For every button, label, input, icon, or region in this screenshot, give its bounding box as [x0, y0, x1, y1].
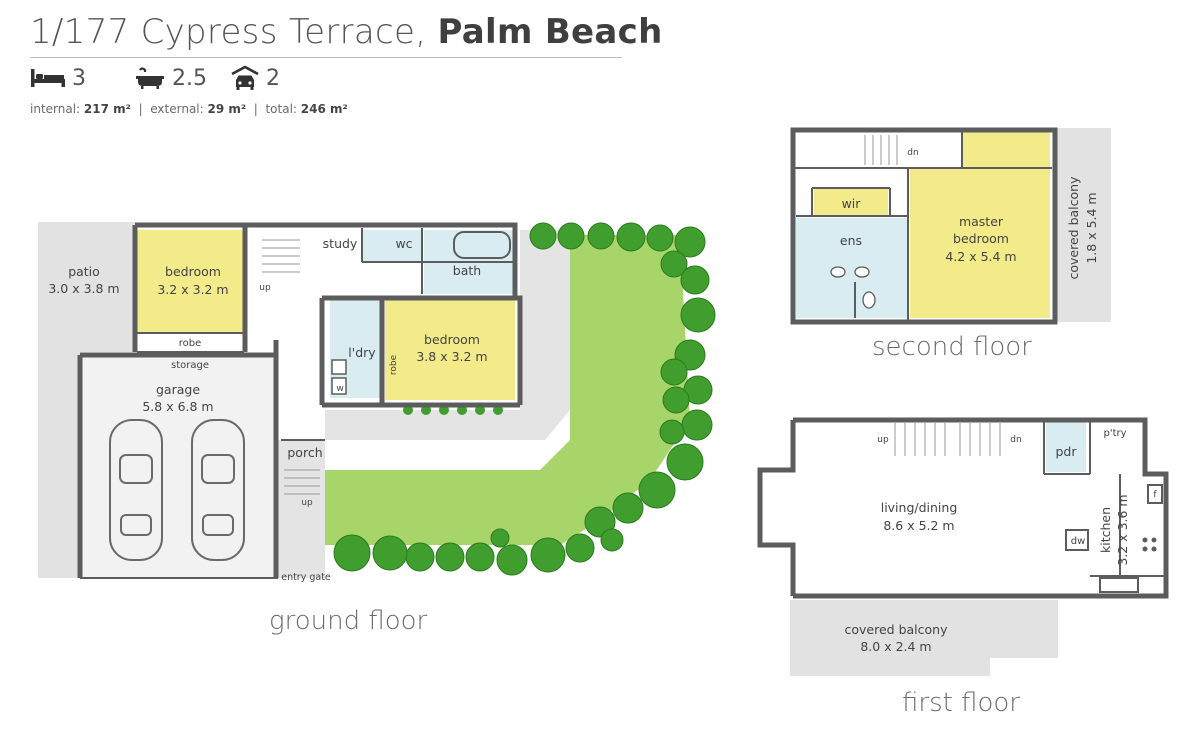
- bedroom2-label: bedroom: [424, 332, 480, 347]
- first-balcony-size: 8.0 x 2.4 m: [860, 639, 931, 654]
- porch-label: porch: [287, 445, 322, 460]
- washer-label: w: [336, 384, 343, 394]
- internal-area-value: 217 m²: [83, 102, 131, 116]
- master-bedroom-top-fill: [962, 132, 1050, 168]
- living-size: 8.6 x 5.2 m: [883, 518, 954, 533]
- porch-up-label: up: [301, 498, 313, 508]
- ground-floor-plan: patio 3.0 x 3.8 m bedroom 3.2 x 3.2 m ro…: [38, 222, 716, 583]
- study-label: study: [323, 236, 358, 251]
- patio-label: patio: [68, 264, 100, 279]
- garage-size: 5.8 x 6.8 m: [142, 399, 213, 414]
- master-label: master: [959, 214, 1004, 229]
- suburb-text: Palm Beach: [437, 12, 663, 52]
- garages-feature: 2: [230, 63, 280, 93]
- ground-walls: [77, 222, 523, 578]
- address-text: 1/177 Cypress Terrace,: [30, 12, 427, 52]
- robe2-label: robe: [389, 354, 399, 375]
- first-stairs: [894, 423, 1001, 456]
- area-separator: |: [138, 102, 143, 116]
- lawn-area: [325, 235, 690, 545]
- area-summary: internal: 217 m² | external: 29 m² | tot…: [30, 102, 348, 116]
- bath-icon: [136, 67, 164, 89]
- first-balcony-fill: [790, 600, 1058, 676]
- first-dn-label: dn: [1010, 435, 1021, 445]
- first-thin-walls: [1043, 420, 1166, 593]
- garage-label: garage: [156, 382, 200, 397]
- ground-stairs: [262, 239, 320, 495]
- ground-floor-label: ground floor: [269, 606, 428, 636]
- patio-area: [38, 222, 135, 578]
- title-divider: [30, 57, 622, 58]
- porch-area: [278, 440, 325, 578]
- second-labels: dn wir ens master bedroom 4.2 x 5.4 m co…: [840, 148, 1099, 279]
- hedge-trees: [333, 222, 716, 576]
- master-bedroom-label: bedroom: [953, 231, 1009, 246]
- bathrooms-feature: 2.5: [134, 63, 207, 93]
- first-floor-plan: up dn pdr p'try living/dining 8.6 x 5.2 …: [757, 417, 1169, 676]
- ensuite-basins: [830, 266, 876, 309]
- second-floor-plan: dn wir ens master bedroom 4.2 x 5.4 m co…: [790, 127, 1111, 325]
- laundry-label: l'dry: [348, 345, 376, 360]
- car-icon: [231, 65, 259, 90]
- laundry-appliances: [331, 359, 347, 395]
- ground-thin-walls: [80, 228, 515, 579]
- bedroom1-label: bedroom: [165, 264, 221, 279]
- second-balcony-fill: [1055, 128, 1111, 322]
- external-area-value: 29 m²: [207, 102, 247, 116]
- garage-cars: [109, 419, 245, 561]
- ground-labels: patio 3.0 x 3.8 m bedroom 3.2 x 3.2 m ro…: [48, 236, 487, 583]
- bath-label: bath: [453, 263, 481, 278]
- wir-fill: [814, 188, 888, 216]
- first-labels: up dn pdr p'try living/dining 8.6 x 5.2 …: [845, 428, 1158, 654]
- wir-label: wir: [842, 196, 862, 211]
- wc-label: wc: [395, 236, 412, 251]
- pdr-label: pdr: [1055, 444, 1077, 459]
- area-separator: |: [253, 102, 258, 116]
- fridge-label: f: [1153, 490, 1157, 500]
- first-up-label: up: [877, 435, 889, 445]
- property-title: 1/177 Cypress Terrace, Palm Beach: [30, 12, 663, 52]
- first-floor-label: first floor: [902, 688, 1020, 718]
- second-balcony-size: 1.8 x 5.4 m: [1084, 192, 1099, 263]
- bedrooms-feature: 3: [30, 63, 86, 93]
- dishwasher-label: dw: [1071, 536, 1086, 547]
- second-floor-label: second floor: [872, 332, 1032, 362]
- total-area-value: 246 m²: [300, 102, 348, 116]
- robe1-label: robe: [179, 338, 202, 349]
- second-stairs: [864, 135, 898, 165]
- ensuite-fill: [796, 218, 908, 318]
- bed-icon: [31, 69, 65, 87]
- entry-gate-label: entry gate: [281, 572, 331, 583]
- bathrooms-count: 2.5: [172, 65, 207, 91]
- external-area-label: external:: [150, 102, 204, 116]
- kitchen-label: kitchen: [1098, 507, 1113, 553]
- total-area-label: total:: [265, 102, 297, 116]
- master-bedroom-fill: [910, 168, 1050, 318]
- first-balcony-label: covered balcony: [845, 622, 949, 637]
- second-walls: [790, 127, 1058, 325]
- bedroom1-fill: [137, 230, 244, 332]
- pantry-label: p'try: [1103, 428, 1126, 439]
- bedroom2-fill: [385, 296, 515, 400]
- first-walls: [757, 417, 1169, 599]
- bedroom2-size: 3.8 x 3.2 m: [416, 349, 487, 364]
- stairs-up-label: up: [259, 283, 271, 293]
- bedrooms-count: 3: [72, 65, 86, 91]
- cooktop: [1142, 537, 1157, 552]
- ensuite-label: ens: [840, 233, 862, 248]
- pdr-fill-top: [1046, 422, 1086, 472]
- second-balcony-label: covered balcony: [1066, 176, 1081, 280]
- second-dn-label: dn: [907, 148, 918, 158]
- wc-fill: [362, 230, 422, 262]
- bedroom1-size: 3.2 x 3.2 m: [157, 282, 228, 297]
- second-thin-walls: [793, 132, 1052, 320]
- living-label: living/dining: [881, 500, 958, 515]
- internal-area-label: internal:: [30, 102, 81, 116]
- storage-label: storage: [171, 360, 209, 371]
- master-size: 4.2 x 5.4 m: [945, 249, 1016, 264]
- patio-size: 3.0 x 3.8 m: [48, 281, 119, 296]
- kitchen-size: 3.2 x 3.6 m: [1115, 494, 1130, 565]
- garages-count: 2: [266, 65, 280, 91]
